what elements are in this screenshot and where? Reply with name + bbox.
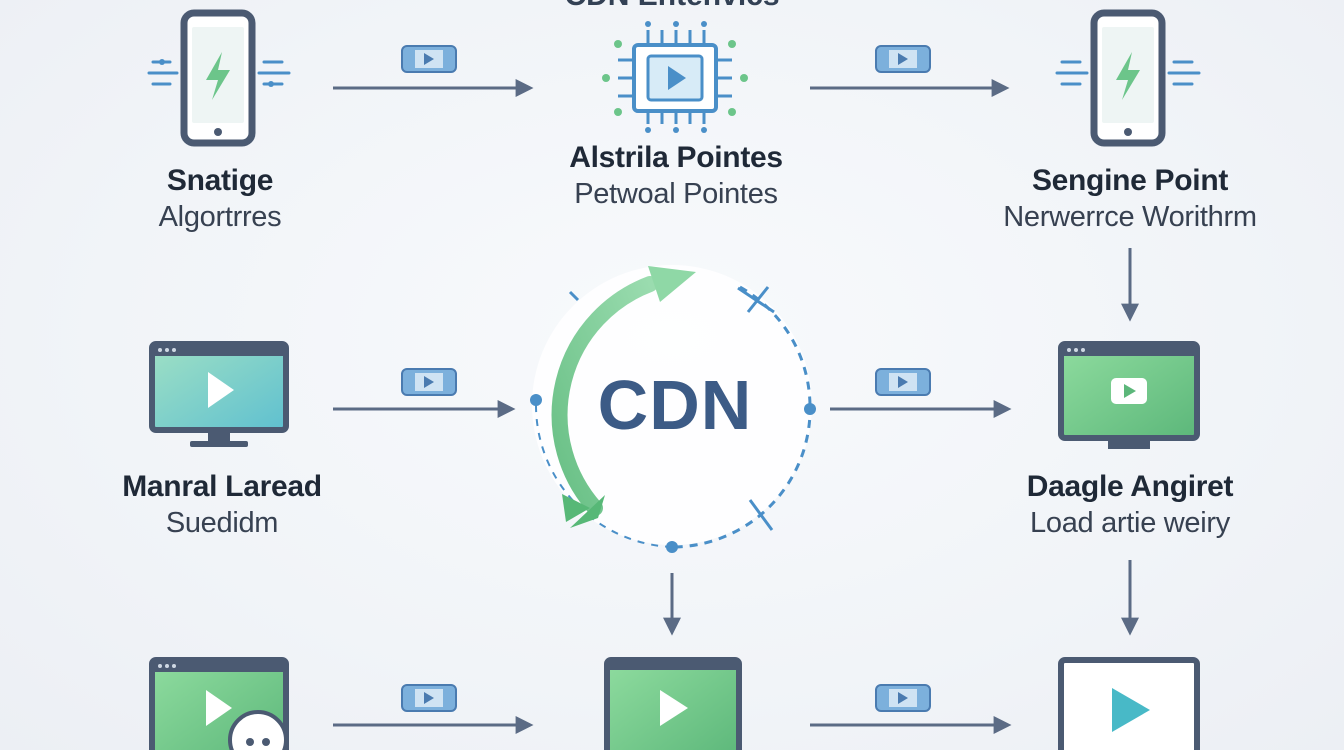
video-packet-icon — [401, 368, 457, 396]
node-top-right: Sengine Point Nerwerrce Worithrm — [950, 163, 1310, 235]
node-mid-right: Daagle Angiret Load artie weiry — [950, 469, 1310, 541]
node-subtitle: Algortrres — [158, 201, 282, 233]
video-packet-icon — [875, 45, 931, 73]
video-packet-icon — [401, 684, 457, 712]
node-subtitle: Nerwerrce Worithrm — [1003, 201, 1257, 233]
node-title: Daagle Angiret — [1026, 470, 1234, 503]
monitor-icon — [1058, 341, 1200, 449]
monitor-icon — [1058, 657, 1200, 750]
monitor-icon — [149, 341, 289, 447]
node-mid-left: Manral Laread Suedidm — [42, 469, 402, 541]
node-top-center: Alstrila Pointes Petwoal Pointes — [496, 140, 856, 212]
smartphone-icon — [147, 9, 291, 147]
node-title: Manral Laread — [122, 470, 322, 503]
diagram-title: CDN Entenvics — [422, 0, 922, 14]
node-subtitle: Petwoal Pointes — [574, 178, 778, 210]
node-title: Alstrila Pointes — [569, 141, 783, 174]
node-title: Snatige — [166, 164, 274, 197]
node-title: Sengine Point — [1031, 164, 1229, 197]
video-packet-icon — [875, 684, 931, 712]
node-subtitle: Load artie weiry — [1030, 507, 1230, 539]
node-top-left: Snatige Algortrres — [40, 163, 400, 235]
video-packet-icon — [401, 45, 457, 73]
cdn-hub — [530, 265, 816, 553]
monitor-icon — [604, 657, 742, 750]
cdn-hub-label: CDN — [597, 366, 753, 444]
monitor-icon — [149, 657, 289, 750]
node-subtitle: Suedidm — [165, 507, 279, 539]
processor-chip-icon — [602, 21, 748, 133]
cycle-arrow-icon — [551, 266, 696, 528]
smartphone-icon — [1055, 9, 1201, 147]
video-packet-icon — [875, 368, 931, 396]
